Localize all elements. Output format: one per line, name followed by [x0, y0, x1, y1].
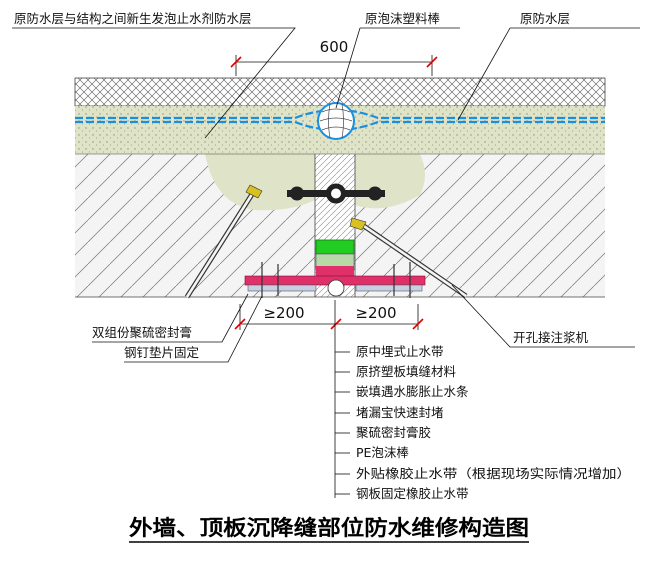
diagram-title: 外墙、顶板沉降缝部位防水维修构造图 [129, 515, 529, 540]
callout-left-sealant: 双组份聚硫密封膏 [92, 325, 192, 340]
legend-item: 堵漏宝快速封堵 [356, 405, 444, 420]
legend-item: 聚硫密封膏胶 [356, 425, 431, 440]
legend-leaders [334, 300, 350, 498]
foam-rod [317, 102, 355, 140]
swelling-strip [315, 239, 355, 255]
pe-foam-rod [327, 279, 345, 297]
legend-item: PE泡沫棒 [356, 445, 409, 460]
callout-top-center: 原泡沫塑料棒 [365, 11, 441, 26]
legend-item: 嵌填遇水膨胀止水条 [356, 384, 469, 399]
callout-left-nail: 钢钉垫片固定 [124, 345, 199, 360]
legend-item: 原中埋式止水带 [356, 344, 444, 359]
legend-item: 原挤塑板填缝材料 [356, 364, 457, 379]
structure [74, 77, 606, 298]
external-waterstop [244, 262, 426, 298]
injection-pipe-right [349, 217, 468, 299]
crosshatch-layer [74, 77, 606, 107]
callout-right-injection: 开孔接注浆机 [513, 330, 589, 345]
dimension-600: 600 [320, 38, 349, 56]
dimension-bottom [234, 304, 424, 330]
membrane [75, 102, 605, 140]
dimension-bottom-left: ≥200 [263, 304, 304, 322]
dimension-top [230, 55, 438, 76]
callout-top-right: 原防水层 [520, 11, 570, 26]
callout-leaders-side [92, 284, 635, 363]
callout-top-left: 原防水层与结构之间新生发泡止水剂防水层 [14, 11, 252, 26]
dimension-bottom-right: ≥200 [355, 304, 396, 322]
callout-leaders-top [12, 27, 640, 139]
injection-pipe-left [184, 184, 263, 299]
legend-item: 外贴橡胶止水带（根据现场实际情况增加） [356, 466, 631, 481]
embedded-waterstop [287, 183, 385, 204]
legend-item: 钢板固定橡胶止水带 [356, 486, 469, 501]
